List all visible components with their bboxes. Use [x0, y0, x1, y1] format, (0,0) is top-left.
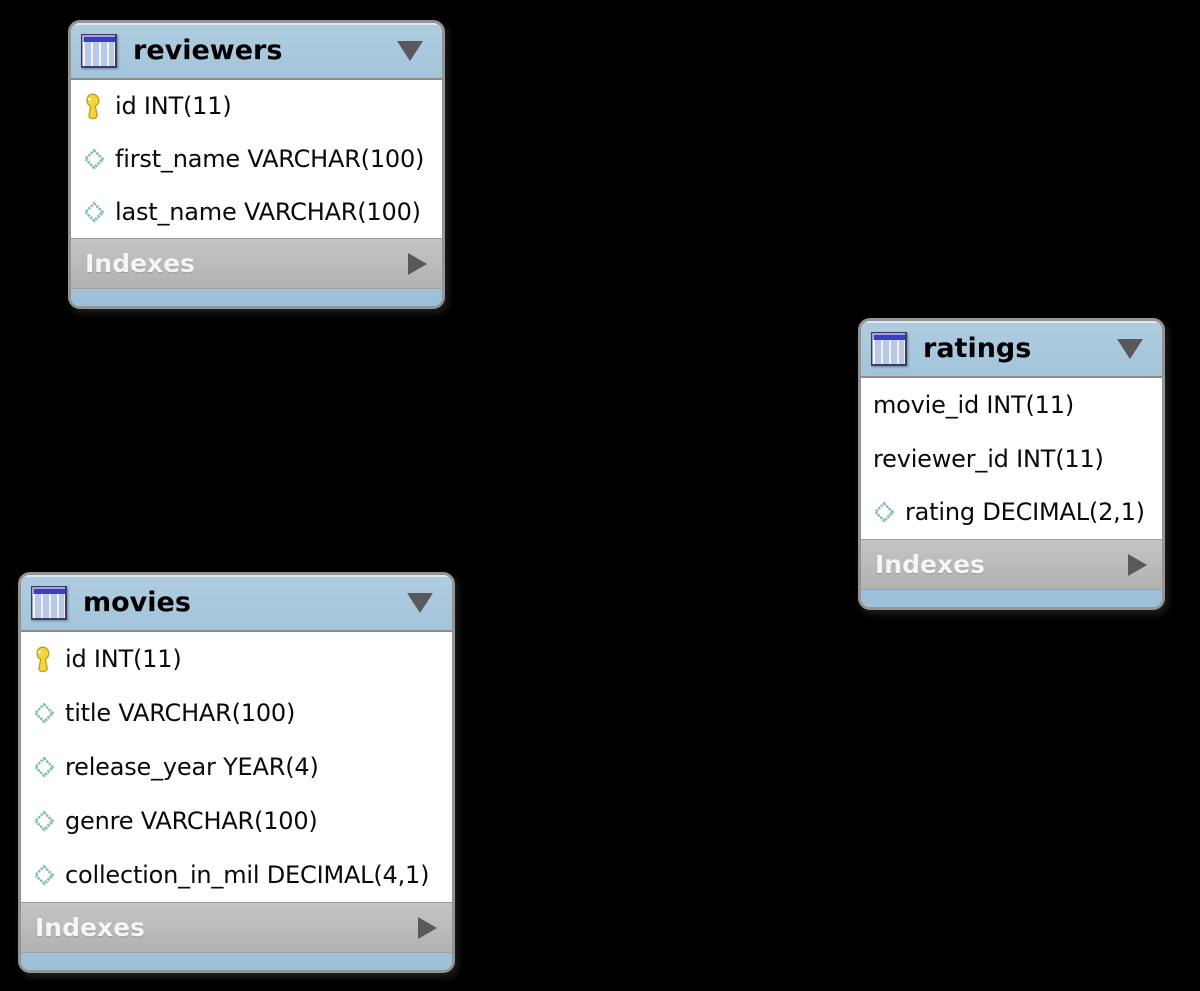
column-label: genre VARCHAR(100): [65, 807, 318, 835]
column-row[interactable]: movie_id INT(11): [861, 378, 1162, 432]
table-icon: [871, 331, 907, 366]
table-bottom-strip: [21, 952, 452, 970]
column-row[interactable]: id INT(11): [71, 80, 442, 133]
column-label: release_year YEAR(4): [65, 753, 319, 781]
column-row[interactable]: id INT(11): [21, 632, 452, 686]
indexes-label: Indexes: [875, 550, 985, 579]
diamond-icon: [33, 810, 59, 832]
table-columns-list: movie_id INT(11) reviewer_id INT(11) rat…: [861, 378, 1162, 539]
column-row[interactable]: title VARCHAR(100): [21, 686, 452, 740]
table-figure-reviewers[interactable]: reviewers id INT(11) first_name VARCHAR(…: [68, 20, 445, 309]
table-bottom-strip: [861, 589, 1162, 607]
collapse-triangle-icon[interactable]: [394, 38, 426, 64]
indexes-label: Indexes: [85, 249, 195, 278]
column-row[interactable]: release_year YEAR(4): [21, 740, 452, 794]
column-row[interactable]: rating DECIMAL(2,1): [861, 485, 1162, 539]
table-figure-movies[interactable]: movies id INT(11) title VARCHAR(100) rel…: [18, 572, 455, 973]
table-title: reviewers: [133, 35, 283, 66]
key-icon: [83, 93, 109, 120]
diamond-icon: [83, 201, 109, 223]
expand-triangle-icon[interactable]: [1124, 550, 1150, 580]
table-header[interactable]: ratings: [861, 321, 1162, 378]
table-columns-list: id INT(11) title VARCHAR(100) release_ye…: [21, 632, 452, 902]
column-row[interactable]: reviewer_id INT(11): [861, 432, 1162, 486]
expand-triangle-icon[interactable]: [414, 913, 440, 943]
expand-triangle-icon[interactable]: [404, 249, 430, 279]
column-label: rating DECIMAL(2,1): [905, 498, 1145, 527]
table-title: movies: [83, 587, 191, 618]
table-columns-list: id INT(11) first_name VARCHAR(100) last_…: [71, 80, 442, 238]
collapse-triangle-icon[interactable]: [404, 590, 436, 616]
column-label: reviewer_id INT(11): [873, 444, 1104, 473]
column-row[interactable]: first_name VARCHAR(100): [71, 133, 442, 186]
diamond-icon: [33, 756, 59, 778]
key-icon: [33, 646, 59, 673]
table-icon: [81, 33, 117, 68]
table-figure-ratings[interactable]: ratings movie_id INT(11) reviewer_id INT…: [858, 318, 1165, 610]
table-header[interactable]: reviewers: [71, 23, 442, 80]
collapse-triangle-icon[interactable]: [1114, 336, 1146, 362]
diamond-icon: [873, 501, 899, 523]
column-label: id INT(11): [65, 645, 182, 673]
column-label: id INT(11): [115, 92, 232, 121]
column-row[interactable]: collection_in_mil DECIMAL(4,1): [21, 848, 452, 902]
diamond-icon: [83, 148, 109, 170]
table-header[interactable]: movies: [21, 575, 452, 632]
diamond-icon: [33, 864, 59, 886]
indexes-footer[interactable]: Indexes: [71, 238, 442, 288]
diamond-icon: [33, 702, 59, 724]
indexes-footer[interactable]: Indexes: [21, 902, 452, 952]
column-row[interactable]: last_name VARCHAR(100): [71, 185, 442, 238]
table-title: ratings: [923, 333, 1032, 364]
indexes-footer[interactable]: Indexes: [861, 539, 1162, 589]
table-icon: [31, 585, 67, 620]
table-bottom-strip: [71, 288, 442, 306]
column-label: title VARCHAR(100): [65, 699, 296, 727]
column-row[interactable]: genre VARCHAR(100): [21, 794, 452, 848]
indexes-label: Indexes: [35, 913, 145, 942]
column-label: collection_in_mil DECIMAL(4,1): [65, 861, 430, 889]
column-label: first_name VARCHAR(100): [115, 145, 425, 173]
column-label: last_name VARCHAR(100): [115, 197, 421, 226]
column-label: movie_id INT(11): [873, 390, 1074, 419]
